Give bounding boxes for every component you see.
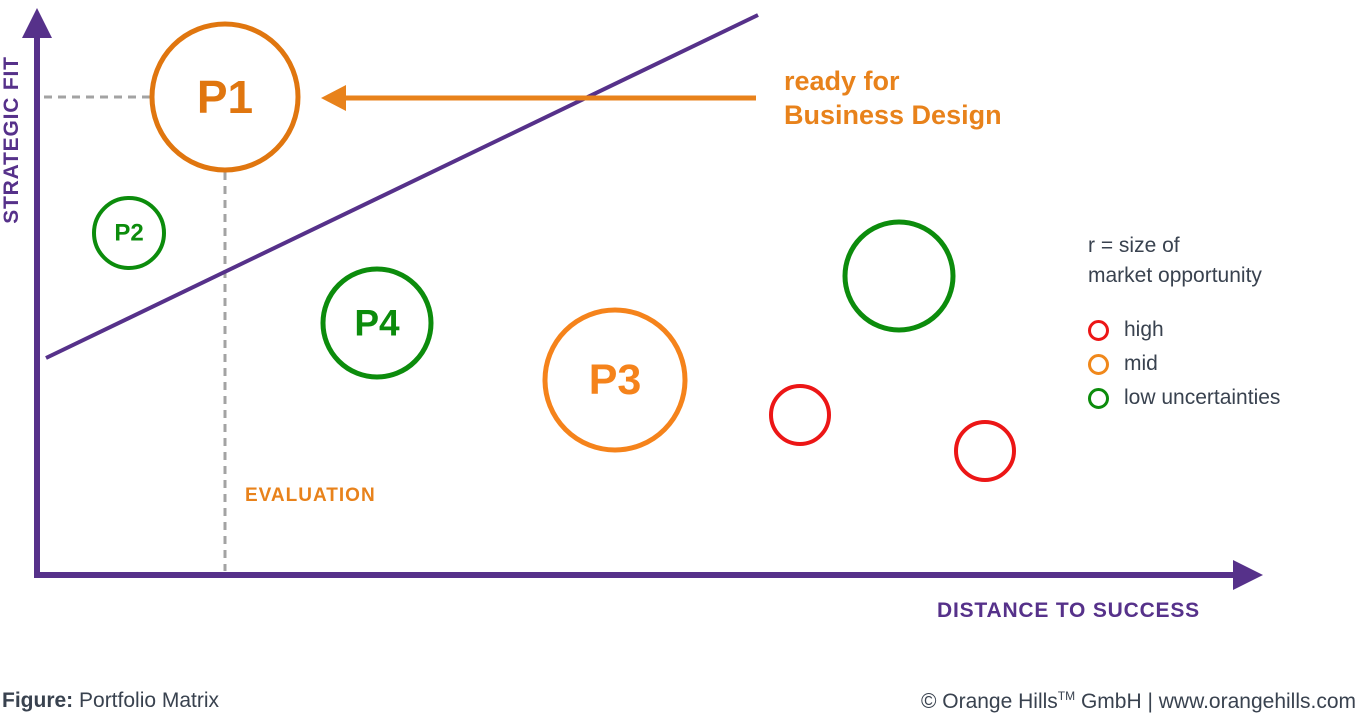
mid-uncertainty-circle-icon xyxy=(1088,353,1109,375)
credit-company: © Orange Hills xyxy=(920,690,1058,713)
legend-item-low: low uncertainties xyxy=(1088,381,1280,415)
figure-caption-title: Portfolio Matrix xyxy=(73,689,220,712)
bubble-label-p3: P3 xyxy=(589,356,642,404)
bubble-high xyxy=(954,420,1016,482)
legend-item-label: mid xyxy=(1124,352,1158,375)
bubble-p2 xyxy=(92,196,166,270)
diagonal-threshold-line xyxy=(45,13,759,360)
ready-note-line1: ready for xyxy=(784,66,900,96)
ready-for-business-design-note: ready for Business Design xyxy=(784,64,1002,132)
y-axis xyxy=(22,8,52,578)
legend-item-high: high xyxy=(1088,313,1280,347)
x-axis-arrowhead-icon xyxy=(1233,560,1263,590)
credit-website: GmbH | www.orangehills.com xyxy=(1075,690,1356,713)
figure-caption-label: Figure: xyxy=(2,689,74,712)
y-axis-arrowhead-icon xyxy=(22,8,52,38)
x-axis-label: DISTANCE TO SUCCESS xyxy=(937,599,1200,622)
legend-item-mid: mid xyxy=(1088,347,1280,381)
y-axis-label: STRATEGIC FIT xyxy=(0,56,23,224)
bubble-label-p2: P2 xyxy=(114,220,143,247)
copyright-credit: © Orange HillsTM GmbH | www.orangehills.… xyxy=(921,689,1356,714)
x-axis xyxy=(34,560,1263,590)
low-uncertainty-circle-icon xyxy=(1088,387,1109,409)
bubble-p3 xyxy=(542,307,688,453)
legend-title: r = size of market opportunity xyxy=(1088,231,1280,291)
trademark-symbol: TM xyxy=(1057,689,1076,703)
x-axis-line xyxy=(34,572,1236,578)
legend: r = size of market opportunity high mid … xyxy=(1088,231,1280,415)
bubble-p4 xyxy=(320,266,434,380)
bubble-label-p1: P1 xyxy=(197,71,253,123)
ready-note-line2: Business Design xyxy=(784,100,1002,130)
high-uncertainty-circle-icon xyxy=(1088,319,1109,341)
evaluation-label: EVALUATION xyxy=(245,485,376,506)
bubble-p1 xyxy=(149,21,301,173)
figure-caption: Figure: Portfolio Matrix xyxy=(2,689,219,713)
ready-arrow-head-icon xyxy=(321,85,346,111)
bubble-label-p4: P4 xyxy=(354,303,400,344)
legend-title-line2: market opportunity xyxy=(1088,264,1262,287)
legend-item-label: low uncertainties xyxy=(1124,386,1281,409)
legend-item-label: high xyxy=(1124,318,1164,341)
bubble-low xyxy=(842,219,956,333)
y-axis-line xyxy=(34,32,40,578)
legend-title-line1: r = size of xyxy=(1088,234,1180,257)
ready-arrow xyxy=(321,85,756,111)
bubble-high xyxy=(769,384,831,446)
